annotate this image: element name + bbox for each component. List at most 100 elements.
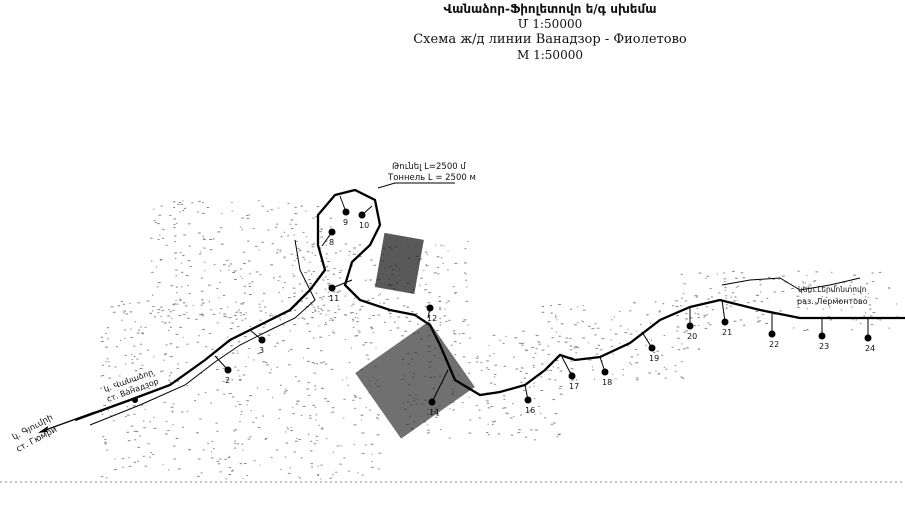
terrain-speck <box>208 301 211 303</box>
terrain-speck <box>243 462 247 464</box>
km-post-icon <box>342 208 350 216</box>
terrain-speck <box>270 264 274 266</box>
terrain-speck <box>198 253 202 255</box>
terrain-speck <box>115 346 118 348</box>
terrain-speck <box>427 302 431 304</box>
terrain-speck <box>283 391 287 393</box>
terrain-speck <box>622 368 624 370</box>
terrain-speck <box>658 372 661 374</box>
terrain-speck <box>595 353 599 355</box>
terrain-speck <box>462 332 465 334</box>
terrain-speck <box>108 365 111 367</box>
terrain-speck <box>247 260 251 262</box>
terrain-speck <box>313 306 315 308</box>
terrain-speck <box>779 310 782 312</box>
terrain-speck <box>142 420 145 422</box>
terrain-speck <box>352 326 355 328</box>
terrain-speck <box>759 280 762 282</box>
terrain-speck <box>153 416 155 418</box>
terrain-speck <box>173 224 176 226</box>
terrain-speck <box>318 424 320 426</box>
terrain-speck <box>292 264 294 266</box>
terrain-speck <box>424 251 428 253</box>
terrain-speck <box>612 373 614 375</box>
terrain-speck <box>565 337 569 339</box>
terrain-speck <box>440 244 442 246</box>
terrain-speck <box>341 379 344 381</box>
terrain-speck <box>523 377 527 379</box>
terrain-speck <box>346 377 348 379</box>
terrain-speck <box>135 431 139 433</box>
terrain-speck <box>338 308 341 310</box>
terrain-speck <box>558 304 561 306</box>
terrain-speck <box>388 312 392 314</box>
terrain-speck <box>440 257 443 259</box>
terrain-speck <box>683 283 686 285</box>
terrain-speck <box>302 405 306 407</box>
terrain-speck <box>274 345 277 347</box>
terrain-speck <box>740 272 744 274</box>
terrain-speck <box>375 417 379 419</box>
terrain-speck <box>141 332 144 334</box>
terrain-speck <box>239 312 242 314</box>
terrain-speck <box>175 286 178 288</box>
terrain-speck <box>675 306 679 308</box>
terrain-speck <box>337 305 339 307</box>
terrain-speck <box>148 387 151 389</box>
terrain-speck <box>480 362 483 364</box>
terrain-speck <box>153 356 155 358</box>
terrain-speck <box>521 343 525 345</box>
terrain-speck <box>387 310 390 312</box>
terrain-speck <box>353 297 356 299</box>
terrain-speck <box>144 408 146 410</box>
terrain-speck <box>358 309 361 311</box>
terrain-speck <box>424 305 428 307</box>
dark-patch-tunnel <box>374 232 424 295</box>
terrain-speck <box>172 424 174 426</box>
terrain-speck <box>317 306 319 308</box>
terrain-speck <box>131 379 134 381</box>
terrain-speck <box>591 366 593 368</box>
terrain-speck <box>219 227 223 229</box>
terrain-speck <box>571 379 574 381</box>
terrain-speck <box>487 407 491 409</box>
terrain-speck <box>239 276 241 278</box>
terrain-speck <box>217 231 221 233</box>
terrain-speck <box>454 293 456 295</box>
terrain-speck <box>219 458 222 460</box>
terrain-speck <box>153 220 156 222</box>
terrain-speck <box>588 359 592 361</box>
terrain-speck <box>302 357 305 359</box>
terrain-speck <box>165 433 167 435</box>
terrain-speck <box>354 407 356 409</box>
terrain-speck <box>648 372 651 374</box>
terrain-speck <box>386 298 389 300</box>
terrain-speck <box>622 374 625 376</box>
terrain-speck <box>204 391 207 393</box>
terrain-speck <box>295 240 298 242</box>
terrain-speck <box>311 466 313 468</box>
terrain-speck <box>185 361 188 363</box>
terrain-speck <box>192 304 194 306</box>
terrain-speck <box>114 366 117 368</box>
terrain-speck <box>352 253 354 255</box>
terrain-speck <box>520 381 523 383</box>
terrain-speck <box>197 232 201 234</box>
terrain-speck <box>302 256 305 258</box>
terrain-speck <box>559 393 563 395</box>
terrain-speck <box>306 323 309 325</box>
terrain-speck <box>177 380 180 382</box>
terrain-speck <box>248 294 252 296</box>
terrain-speck <box>185 275 189 277</box>
terrain-speck <box>427 424 429 426</box>
terrain-speck <box>258 249 260 251</box>
scale-russian: М 1:50000 <box>517 48 583 62</box>
terrain-speck <box>447 300 450 302</box>
terrain-speck <box>656 350 659 352</box>
terrain-speck <box>379 302 381 304</box>
terrain-speck <box>453 333 457 335</box>
terrain-speck <box>336 445 340 447</box>
terrain-speck <box>835 297 839 299</box>
terrain-speck <box>270 209 273 211</box>
terrain-speck <box>266 364 269 366</box>
